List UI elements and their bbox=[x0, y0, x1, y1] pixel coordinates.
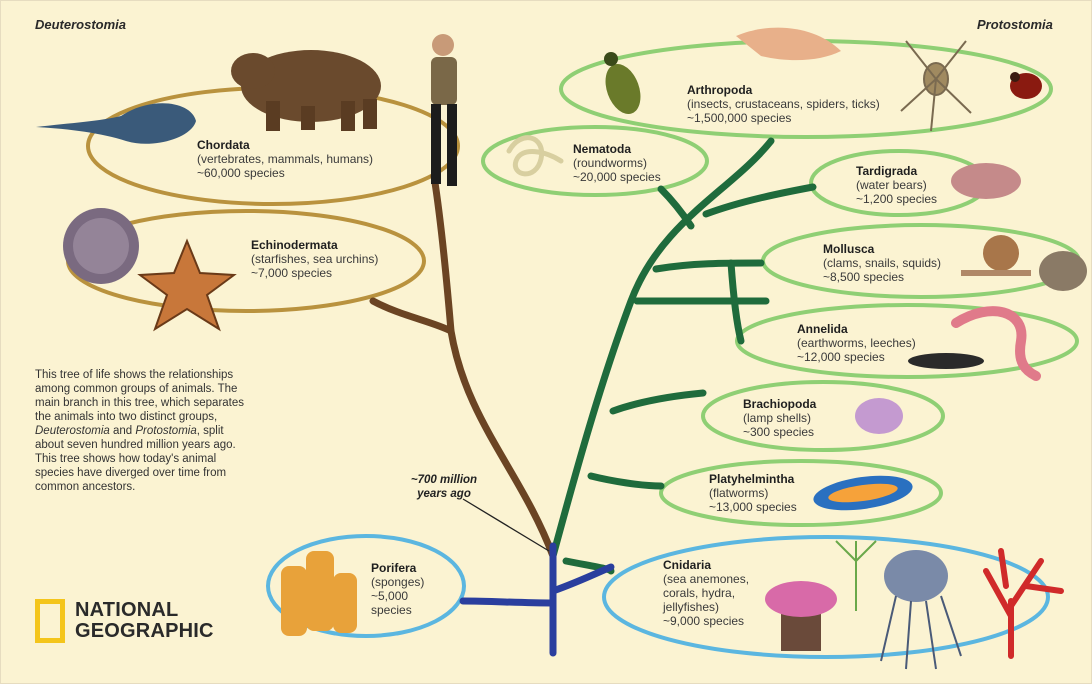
spider-illustration bbox=[901, 41, 971, 131]
taxon-name: Echinodermata bbox=[251, 238, 378, 252]
beetle-illustration bbox=[599, 52, 647, 119]
note-line: main branch in this tree, which separate… bbox=[35, 396, 325, 410]
note-term-deuterostomia: Deuterostomia bbox=[35, 425, 110, 437]
label-brachiopoda: Brachiopoda (lamp shells) ~300 species bbox=[743, 397, 816, 439]
snail-illustration bbox=[961, 235, 1031, 273]
lamp-shell-illustration bbox=[855, 398, 903, 434]
taxon-count: ~7,000 species bbox=[251, 266, 378, 280]
note-term-protostomia: Protostomia bbox=[135, 425, 196, 437]
taxon-desc: (roundworms) bbox=[573, 156, 661, 170]
taxon-desc: corals, hydra, bbox=[663, 586, 749, 600]
taxon-desc: (clams, snails, squids) bbox=[823, 256, 941, 270]
taxon-name: Porifera bbox=[371, 561, 424, 575]
note-line: species have diverged over time from bbox=[35, 466, 325, 480]
taxon-count: ~300 species bbox=[743, 425, 816, 439]
taxon-desc: (earthworms, leeches) bbox=[797, 336, 916, 350]
human-illustration bbox=[431, 34, 457, 186]
sea-urchin-illustration bbox=[63, 208, 139, 284]
roundworm-illustration bbox=[509, 138, 561, 174]
starfish-illustration bbox=[140, 241, 234, 329]
taxon-count: ~60,000 species bbox=[197, 166, 373, 180]
group-title-protostomia: Protostomia bbox=[977, 17, 1053, 32]
label-cnidaria: Cnidaria (sea anemones, corals, hydra, j… bbox=[663, 558, 749, 628]
logo-line: NATIONAL bbox=[75, 600, 214, 621]
taxon-name: Brachiopoda bbox=[743, 397, 816, 411]
ellipse-brachiopoda bbox=[703, 382, 943, 450]
water-bear-illustration bbox=[951, 163, 1021, 199]
leech-illustration bbox=[908, 353, 984, 369]
divergence-time-label: ~700 million years ago bbox=[389, 473, 499, 501]
label-mollusca: Mollusca (clams, snails, squids) ~8,500 … bbox=[823, 242, 941, 284]
yellow-border-icon bbox=[35, 599, 65, 643]
taxon-count: ~20,000 species bbox=[573, 170, 661, 184]
taxon-desc: (sponges) bbox=[371, 575, 424, 589]
taxon-name: Cnidaria bbox=[663, 558, 749, 572]
taxon-desc: (water bears) bbox=[856, 178, 937, 192]
label-nematoda: Nematoda (roundworms) ~20,000 species bbox=[573, 142, 661, 184]
note-line: the animals into two distinct groups, bbox=[35, 410, 325, 424]
note-text: , split bbox=[197, 425, 224, 437]
national-geographic-logo: NATIONAL GEOGRAPHIC bbox=[35, 599, 214, 643]
taxon-count: species bbox=[371, 603, 424, 617]
taxon-count: ~1,200 species bbox=[856, 192, 937, 206]
note-line: among common groups of animals. The bbox=[35, 382, 325, 396]
note-line: This tree shows how today's animal bbox=[35, 452, 325, 466]
tick-illustration bbox=[1010, 72, 1042, 99]
taxon-desc: jellyfishes) bbox=[663, 600, 749, 614]
coral-illustration bbox=[986, 551, 1061, 656]
label-chordata: Chordata (vertebrates, mammals, humans) … bbox=[197, 138, 373, 180]
taxon-name: Platyhelmintha bbox=[709, 472, 797, 486]
note-line: common ancestors. bbox=[35, 480, 325, 494]
taxon-count: ~12,000 species bbox=[797, 350, 916, 364]
taxon-name: Mollusca bbox=[823, 242, 941, 256]
clam-illustration bbox=[1039, 251, 1087, 291]
taxon-desc: ~5,000 bbox=[371, 589, 424, 603]
label-platyhelmintha: Platyhelmintha (flatworms) ~13,000 speci… bbox=[709, 472, 797, 514]
logo-text: NATIONAL GEOGRAPHIC bbox=[75, 600, 214, 642]
taxon-count: ~13,000 species bbox=[709, 500, 797, 514]
bear-illustration bbox=[231, 50, 381, 131]
taxon-count: ~1,500,000 species bbox=[687, 111, 880, 125]
taxon-count: ~8,500 species bbox=[823, 270, 941, 284]
taxon-desc: (vertebrates, mammals, humans) bbox=[197, 152, 373, 166]
taxon-name: Arthropoda bbox=[687, 83, 880, 97]
label-echinodermata: Echinodermata (starfishes, sea urchins) … bbox=[251, 238, 378, 280]
taxon-desc: (sea anemones, bbox=[663, 572, 749, 586]
taxon-name: Nematoda bbox=[573, 142, 661, 156]
note-line: Deuterostomia and Protostomia, split bbox=[35, 424, 325, 438]
group-title-deuterostomia: Deuterostomia bbox=[35, 17, 126, 32]
taxon-count: ~9,000 species bbox=[663, 614, 749, 628]
note-line: This tree of life shows the relationship… bbox=[35, 368, 325, 382]
label-porifera: Porifera (sponges) ~5,000 species bbox=[371, 561, 424, 617]
time-line: ~700 million bbox=[389, 473, 499, 487]
taxon-name: Chordata bbox=[197, 138, 373, 152]
taxon-desc: (lamp shells) bbox=[743, 411, 816, 425]
label-tardigrada: Tardigrada (water bears) ~1,200 species bbox=[856, 164, 937, 206]
hydra-illustration bbox=[836, 541, 876, 611]
taxon-name: Annelida bbox=[797, 322, 916, 336]
flatworm-illustration bbox=[811, 470, 914, 516]
sea-anemone-illustration bbox=[765, 581, 837, 651]
taxon-desc: (insects, crustaceans, spiders, ticks) bbox=[687, 97, 880, 111]
taxon-name: Tardigrada bbox=[856, 164, 937, 178]
time-line: years ago bbox=[389, 487, 499, 501]
label-arthropoda: Arthropoda (insects, crustaceans, spider… bbox=[687, 83, 880, 125]
explanatory-note: This tree of life shows the relationship… bbox=[35, 368, 325, 494]
logo-line: GEOGRAPHIC bbox=[75, 621, 214, 642]
note-text: and bbox=[110, 425, 136, 437]
label-annelida: Annelida (earthworms, leeches) ~12,000 s… bbox=[797, 322, 916, 364]
sponges-illustration bbox=[281, 551, 357, 636]
stingray-illustration bbox=[36, 103, 196, 144]
taxon-desc: (flatworms) bbox=[709, 486, 797, 500]
shrimp-illustration bbox=[736, 28, 841, 61]
taxon-desc: (starfishes, sea urchins) bbox=[251, 252, 378, 266]
note-line: about seven hundred million years ago. bbox=[35, 438, 325, 452]
